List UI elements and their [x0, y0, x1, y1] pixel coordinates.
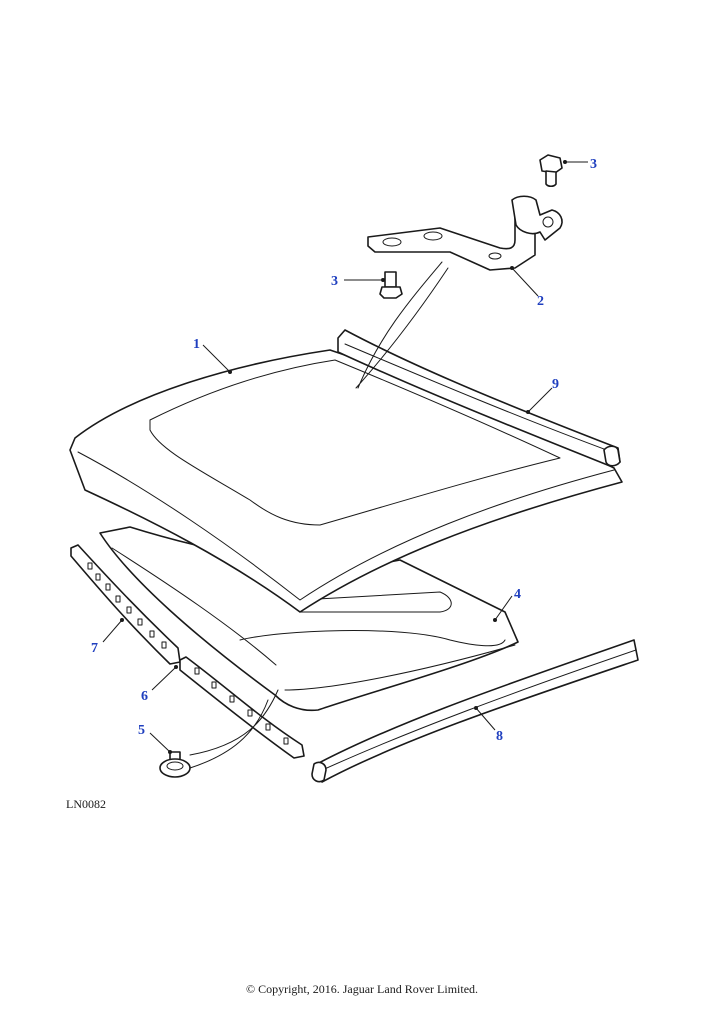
part-4-roof-lining[interactable] [99, 526, 519, 712]
part-6-trim-strip[interactable] [179, 656, 305, 759]
part-2-hinge-bracket[interactable] [367, 195, 563, 271]
part-5-fastener[interactable] [159, 751, 191, 778]
part-8-seal-strip[interactable] [311, 639, 639, 783]
callout-3-lower[interactable]: 3 [331, 274, 338, 289]
callout-6[interactable]: 6 [141, 689, 148, 704]
leader-lines [102, 160, 588, 754]
part-7-trim-strip[interactable] [70, 544, 181, 665]
callout-5[interactable]: 5 [138, 723, 145, 738]
callout-4[interactable]: 4 [514, 587, 521, 602]
callout-8[interactable]: 8 [496, 729, 503, 744]
callout-7[interactable]: 7 [91, 641, 98, 656]
assembly-swoosh-upper [355, 261, 449, 389]
callout-labels: 1 2 3 3 4 5 6 7 8 9 [91, 157, 597, 744]
part-3-bolt-lower[interactable] [379, 271, 403, 299]
diagram-id-label: LN0082 [66, 797, 106, 811]
callout-9[interactable]: 9 [552, 377, 559, 392]
callout-3-upper[interactable]: 3 [590, 157, 597, 172]
part-9-seal-strip[interactable] [337, 329, 621, 467]
assembly-swoosh-lower [189, 689, 279, 769]
part-3-bolt-upper[interactable] [539, 154, 563, 188]
callout-1[interactable]: 1 [193, 337, 200, 352]
callout-2[interactable]: 2 [537, 294, 544, 309]
copyright-notice: © Copyright, 2016. Jaguar Land Rover Lim… [245, 982, 479, 996]
